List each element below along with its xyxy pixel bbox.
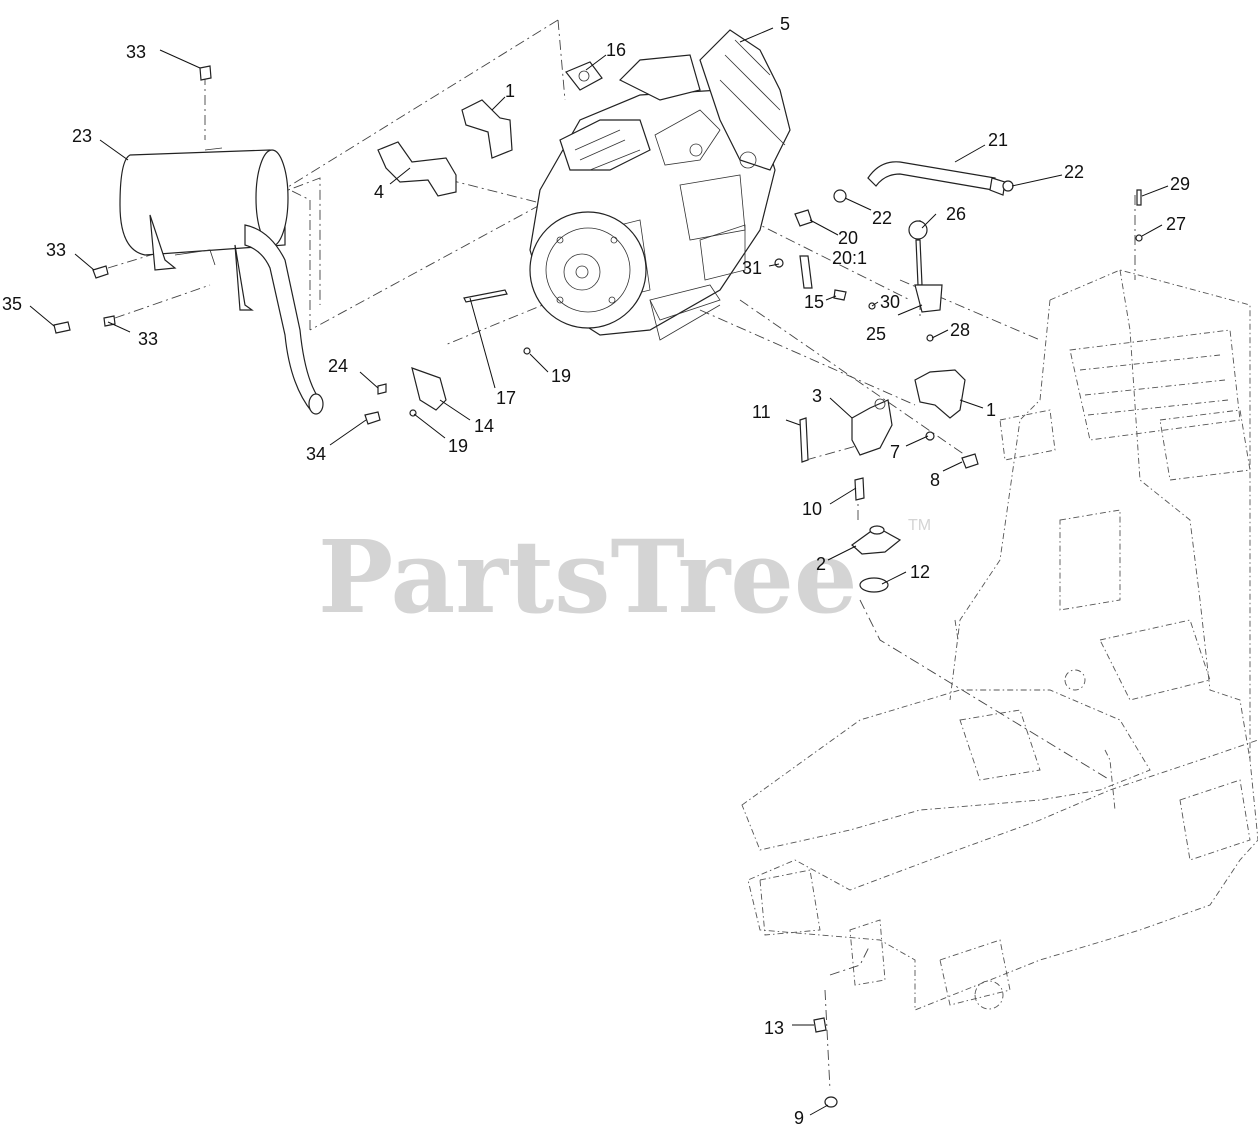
callout-27: 27	[1166, 214, 1186, 234]
lower-hardware	[813, 189, 1143, 1108]
callout-3: 3	[812, 386, 822, 406]
control-lever	[908, 220, 943, 342]
callout-15: 15	[804, 292, 824, 312]
engine-mount	[799, 398, 979, 593]
callout-10: 10	[802, 499, 822, 519]
callout-16: 16	[606, 40, 626, 60]
callout-1-right: 1	[986, 400, 996, 420]
callout-34: 34	[306, 444, 326, 464]
callout-labels: 33 23 33 35 33 4 1 16 5 21 22 22 26 20 2…	[2, 14, 1190, 1128]
callout-5: 5	[780, 14, 790, 34]
callout-20: 20	[838, 228, 858, 248]
callout-14: 14	[474, 416, 494, 436]
callout-28: 28	[950, 320, 970, 340]
callout-22-right: 22	[1064, 162, 1084, 182]
callout-23: 23	[72, 126, 92, 146]
callout-17: 17	[496, 388, 516, 408]
engine-brackets	[377, 99, 966, 419]
callout-2: 2	[816, 554, 826, 574]
callout-12: 12	[910, 562, 930, 582]
callout-33-low: 33	[138, 329, 158, 349]
callout-8: 8	[930, 470, 940, 490]
callout-7: 7	[890, 442, 900, 462]
gasket	[565, 61, 603, 91]
callout-29: 29	[1170, 174, 1190, 194]
callout-4: 4	[374, 182, 384, 202]
watermark: PartsTree TM	[318, 517, 931, 636]
hose	[794, 161, 1014, 227]
watermark-text: PartsTree	[318, 518, 858, 636]
callout-25: 25	[866, 324, 886, 344]
callout-13: 13	[764, 1018, 784, 1038]
callout-19-left: 19	[448, 436, 468, 456]
leader-lines	[29, 27, 1169, 1116]
callout-26: 26	[946, 204, 966, 224]
chassis-frame	[741, 269, 1258, 1011]
callout-20-1: 20:1	[832, 248, 867, 268]
callout-30: 30	[880, 292, 900, 312]
callout-33-top: 33	[126, 42, 146, 62]
callout-24: 24	[328, 356, 348, 376]
engine	[529, 29, 791, 341]
watermark-tm: TM	[908, 517, 931, 534]
callout-22-left: 22	[872, 208, 892, 228]
callout-21: 21	[988, 130, 1008, 150]
callout-35: 35	[2, 294, 22, 314]
callout-31: 31	[742, 258, 762, 278]
muffler	[119, 147, 324, 415]
callout-33-mid: 33	[46, 240, 66, 260]
callout-11: 11	[752, 402, 771, 422]
callout-1-top: 1	[505, 81, 515, 101]
callout-19-right: 19	[551, 366, 571, 386]
callout-9: 9	[794, 1108, 804, 1128]
